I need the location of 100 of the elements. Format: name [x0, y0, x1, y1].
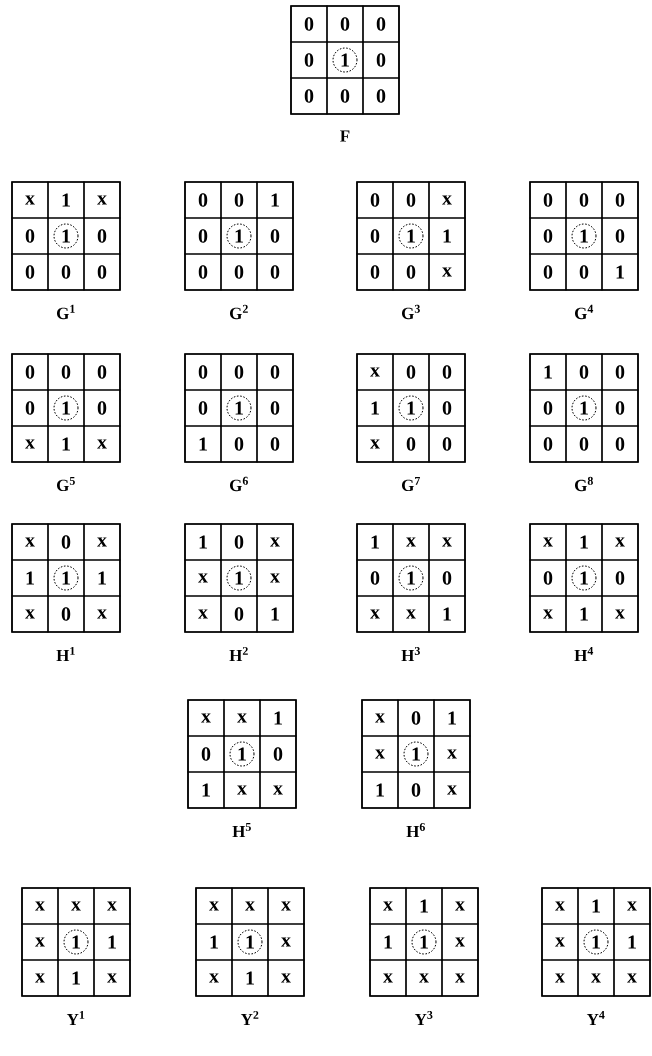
grid-cell: 1 [57, 923, 95, 961]
grid-cell: 1 [601, 253, 639, 291]
grid-cell: 0 [184, 217, 222, 255]
grid-cell: 1 [83, 559, 121, 597]
grid-cell: x [11, 181, 49, 219]
grid-cell: 1 [220, 389, 258, 427]
grid-cell: x [369, 887, 407, 925]
grid-cell: 1 [220, 559, 258, 597]
grid-cell: 1 [47, 559, 85, 597]
grid-cell: 0 [11, 217, 49, 255]
grid-cell: x [11, 523, 49, 561]
grid-cell: 0 [565, 353, 603, 391]
grid-caption: H$^{3}$ [401, 646, 420, 662]
grid-cell: 1 [356, 389, 394, 427]
grid-cell: 0 [47, 353, 85, 391]
grid-cell: 0 [184, 353, 222, 391]
grid-cell: 0 [428, 353, 466, 391]
grid-cell: 0 [529, 389, 567, 427]
grid-cell: x [83, 595, 121, 633]
grid-cell: x [433, 735, 471, 773]
grid-cell: 0 [256, 389, 294, 427]
grid-cell: 0 [326, 5, 364, 43]
grid-cell: 0 [529, 253, 567, 291]
grid-cell: 1 [256, 181, 294, 219]
grid-cell: 0 [601, 353, 639, 391]
grid-cell: x [256, 559, 294, 597]
grid-caption: G$^{6}$ [230, 476, 248, 492]
grid-cell: x [392, 595, 430, 633]
grid-cell: x [356, 425, 394, 463]
grid-cell: 0 [83, 353, 121, 391]
grid-cell: 1 [405, 923, 443, 961]
grid-cell: x [195, 959, 233, 997]
grid-cell: 0 [428, 389, 466, 427]
grid-cell: 0 [11, 389, 49, 427]
grid-cell: 1 [392, 389, 430, 427]
grid-cell: 0 [220, 523, 258, 561]
grid-cell: x [83, 425, 121, 463]
grid-cell: 1 [428, 595, 466, 633]
grid-caption: Y$^{3}$ [414, 1010, 433, 1026]
grid-caption: H$^{5}$ [232, 822, 251, 838]
grid-cell: x [361, 699, 399, 737]
grid-cell: x [11, 595, 49, 633]
grid-cell: 1 [93, 923, 131, 961]
grid-cell: 1 [392, 559, 430, 597]
grid-cell: x [356, 595, 394, 633]
grid-cell: x [231, 887, 269, 925]
grid-cell: 1 [565, 389, 603, 427]
grid-cell: x [184, 559, 222, 597]
grid-cell: 1 [565, 523, 603, 561]
grid-cell: x [21, 887, 59, 925]
grid-cell: 1 [577, 923, 615, 961]
grid-cell: x [256, 523, 294, 561]
grid-cell: 0 [529, 217, 567, 255]
grid-cell: 1 [361, 771, 399, 809]
grid-cell: x [601, 523, 639, 561]
grid-cell: x [184, 595, 222, 633]
grid-cell: x [21, 923, 59, 961]
grid-cell: x [541, 887, 579, 925]
grid-cell: x [21, 959, 59, 997]
grid-cell: 0 [47, 253, 85, 291]
grid-cell: x [529, 595, 567, 633]
grid-cell: 0 [529, 425, 567, 463]
grid-cell: 0 [392, 353, 430, 391]
grid-cell: 1 [613, 923, 651, 961]
grid-cell: 0 [290, 41, 328, 79]
grid-caption: H$^{6}$ [406, 822, 425, 838]
grid-cell: 0 [356, 559, 394, 597]
grid-cell: 1 [256, 595, 294, 633]
grid-cell: 0 [397, 699, 435, 737]
grid-cell: x [441, 959, 479, 997]
grid-cell: x [267, 923, 305, 961]
grid-cell: x [613, 887, 651, 925]
grid-cell: x [441, 923, 479, 961]
grid-cell: 1 [184, 425, 222, 463]
grid-cell: 0 [392, 181, 430, 219]
grid-cell: 0 [428, 425, 466, 463]
grid-cell: 1 [47, 217, 85, 255]
grid-cell: x [441, 887, 479, 925]
grid-cell: 0 [220, 353, 258, 391]
grid-cell: 0 [601, 181, 639, 219]
grid-cell: 0 [220, 253, 258, 291]
grid-cell: 1 [428, 217, 466, 255]
grid-caption: F [340, 130, 350, 142]
grid-cell: x [577, 959, 615, 997]
grid-cell: x [93, 887, 131, 925]
grid-cell: 1 [223, 735, 261, 773]
grid-cell: 1 [356, 523, 394, 561]
grid-cell: 0 [356, 181, 394, 219]
grid-caption: H$^{2}$ [229, 646, 248, 662]
grid-cell: 1 [392, 217, 430, 255]
grid-cell: 0 [47, 523, 85, 561]
grid-cell: 0 [356, 253, 394, 291]
grid-caption: G$^{4}$ [575, 304, 594, 320]
grid-cell: x [223, 771, 261, 809]
grid-cell: 1 [259, 699, 297, 737]
grid-cell: 0 [601, 425, 639, 463]
grid-cell: x [361, 735, 399, 773]
grid-cell: 0 [11, 253, 49, 291]
grid-cell: 0 [83, 389, 121, 427]
grid-cell: 0 [362, 41, 400, 79]
